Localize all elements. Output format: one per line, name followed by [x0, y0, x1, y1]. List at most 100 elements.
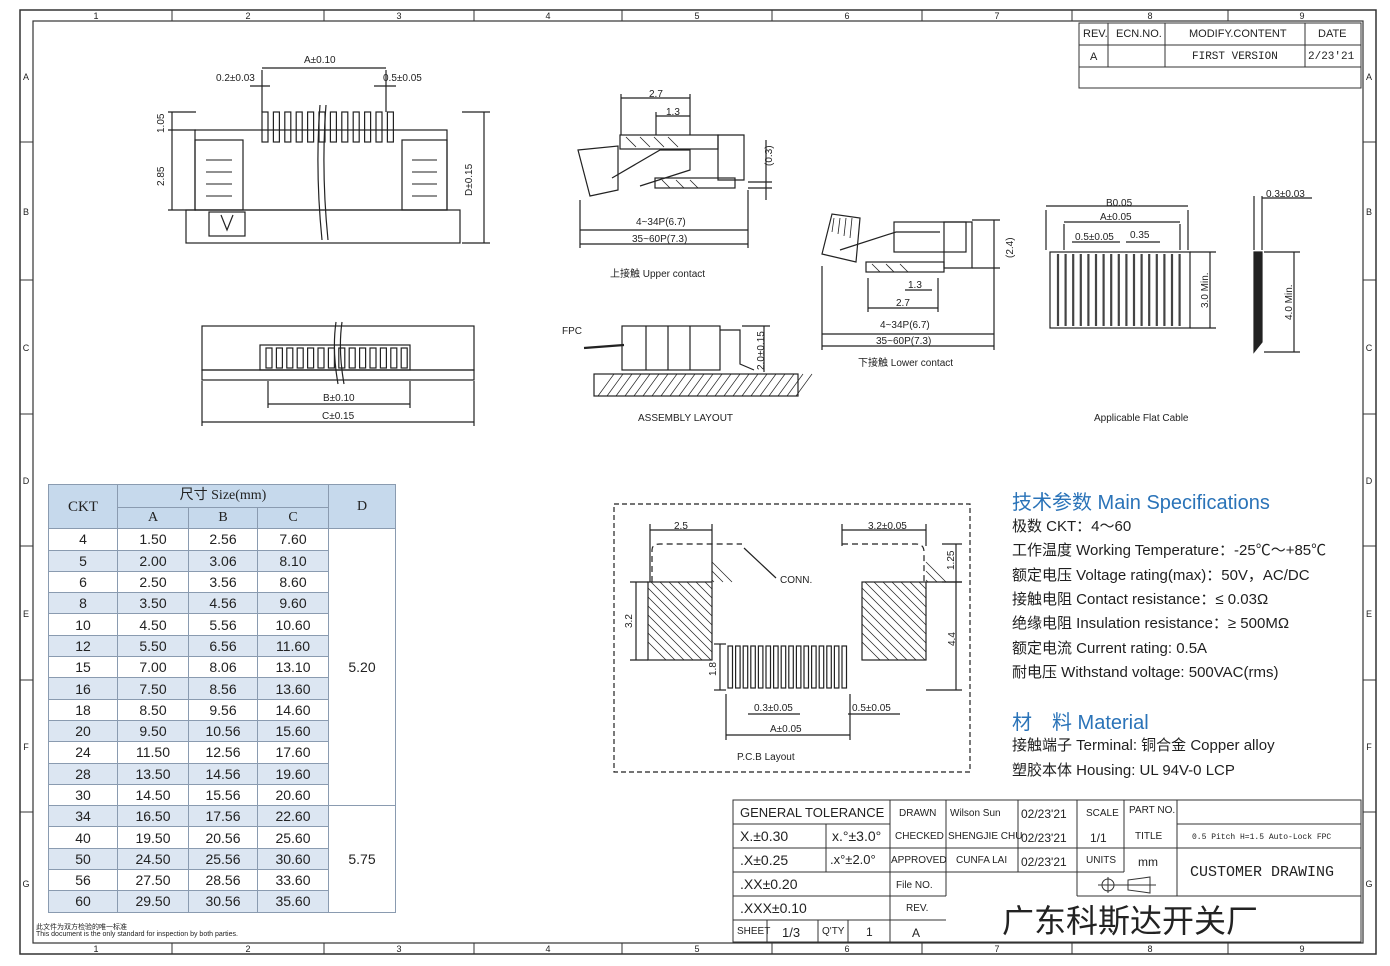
table-cell: 20.60 [257, 783, 329, 807]
spec-line: 额定电压 Voltage rating(max)：50V，AC/DC [1012, 566, 1310, 584]
assembly-view [583, 325, 813, 397]
table-cell: 17.60 [257, 741, 329, 764]
frame-col-bottom-9: 9 [1299, 944, 1304, 954]
cable-dim-b: B0.05 [1106, 198, 1133, 209]
table-cell: 5 [48, 549, 118, 572]
pcb-dim-d2: 3.2±0.05 [868, 521, 907, 532]
frame-col-bottom-8: 8 [1147, 944, 1152, 954]
table-cell: 4.56 [188, 592, 258, 615]
frame-row-right-E: E [1366, 609, 1372, 619]
table-cell: 4.50 [117, 613, 189, 636]
tb-ang2: .x°±2.0° [830, 852, 876, 867]
pcb-caption: P.C.B Layout [737, 752, 795, 763]
table-cell: 30.56 [188, 890, 258, 913]
table-cell: 5.56 [188, 613, 258, 636]
note-en: This document is the only standard for i… [36, 931, 238, 938]
revision-block [1078, 22, 1362, 89]
table-cell: 14.60 [257, 698, 329, 721]
front-dim-a: A±0.10 [304, 55, 336, 66]
cable-dim-p1: 0.5±0.05 [1075, 232, 1114, 243]
front-view [168, 67, 490, 244]
table-cell: 8.60 [257, 570, 329, 594]
pcb-layout-view [613, 503, 971, 773]
cable-caption: Applicable Flat Cable [1094, 413, 1189, 424]
rev-header-rev: REV. [1083, 28, 1108, 40]
tb-company: 广东科斯达开关厂 [1002, 902, 1259, 940]
spec-line: 接触电阻 Contact resistance：≤ 0.03Ω [1012, 590, 1269, 608]
table-cell: 25.60 [257, 826, 329, 849]
rev-row-date: 2/23'21 [1308, 51, 1355, 63]
tb-units: UNITS [1086, 855, 1116, 866]
table-cell: 5.50 [117, 634, 189, 658]
frame-col-bottom-2: 2 [245, 944, 250, 954]
upper-dim-p2: 35~60P(7.3) [632, 234, 687, 245]
cable-dim-t: 0.3±0.03 [1266, 189, 1305, 200]
table-cell: 60 [48, 890, 118, 913]
tb-qty-val: 1 [866, 925, 873, 939]
table-cell: 8.10 [257, 549, 329, 572]
table-cell: 8.50 [117, 698, 189, 721]
frame-row-left-G: G [22, 879, 29, 889]
front-dim-pitch: 0.2±0.03 [216, 73, 255, 84]
bottom-view [201, 321, 475, 426]
table-cell: 56 [48, 869, 118, 892]
rev-row-rev: A [1090, 51, 1098, 63]
table-cell: 9.56 [188, 698, 258, 721]
lower-dim-p1: 4~34P(6.7) [880, 320, 930, 331]
lower-dim-h: (2.4) [1005, 237, 1016, 258]
front-dim-h2: 2.85 [156, 166, 167, 186]
tb-qty: Q'TY [822, 926, 845, 937]
tb-tolerance: GENERAL TOLERANCE [740, 805, 885, 820]
tb-tol-xxx: .XX±0.20 [740, 876, 798, 892]
upper-dim-h: (0.3) [764, 145, 775, 166]
tb-scale-val: 1/1 [1090, 831, 1107, 845]
size-table-header-a: A [117, 506, 189, 530]
size-table-header-d: D [328, 483, 396, 530]
tb-approved-date: 02/23'21 [1021, 855, 1067, 869]
table-cell: 15 [48, 656, 118, 679]
frame-col-top-3: 3 [396, 11, 401, 21]
table-cell: 20 [48, 719, 118, 743]
table-cell: 8.56 [188, 677, 258, 700]
table-cell: 28 [48, 762, 118, 785]
lower-dim-p2: 35~60P(7.3) [876, 336, 931, 347]
assembly-caption: ASSEMBLY LAYOUT [638, 413, 733, 424]
table-cell: 2.50 [117, 570, 189, 594]
tb-rev: REV. [906, 903, 929, 914]
table-cell: 2.56 [188, 528, 258, 551]
pcb-dim-d9: A±0.05 [770, 724, 802, 735]
table-cell: 4 [48, 528, 118, 551]
tb-ang1: x.°±3.0° [832, 828, 882, 844]
cable-dim-a: A±0.05 [1100, 212, 1132, 223]
table-cell: 3.56 [188, 570, 258, 594]
tb-customer: CUSTOMER DRAWING [1190, 864, 1335, 881]
size-table-header-b: B [188, 506, 258, 530]
tb-tol-xxxx: .XXX±0.10 [740, 900, 807, 916]
frame-col-top-2: 2 [245, 11, 250, 21]
frame-col-bottom-6: 6 [844, 944, 849, 954]
frame-col-top-9: 9 [1299, 11, 1304, 21]
frame-row-left-E: E [23, 609, 29, 619]
assembly-dim-h: 2.0±0.15 [756, 331, 767, 370]
tb-title: TITLE [1135, 831, 1163, 842]
tb-approved-by: CUNFA LAI [956, 855, 1008, 866]
frame-col-bottom-4: 4 [545, 944, 550, 954]
rev-header-modify: MODIFY.CONTENT [1189, 28, 1287, 40]
lower-dim-w2: 2.7 [896, 298, 910, 309]
front-dim-h1: 1.05 [156, 113, 167, 133]
table-cell: 6 [48, 570, 118, 594]
pcb-dim-d3: 1.25 [946, 550, 957, 570]
cable-dim-p2: 0.35 [1130, 230, 1150, 241]
frame-col-bottom-7: 7 [994, 944, 999, 954]
table-cell: 10 [48, 613, 118, 636]
